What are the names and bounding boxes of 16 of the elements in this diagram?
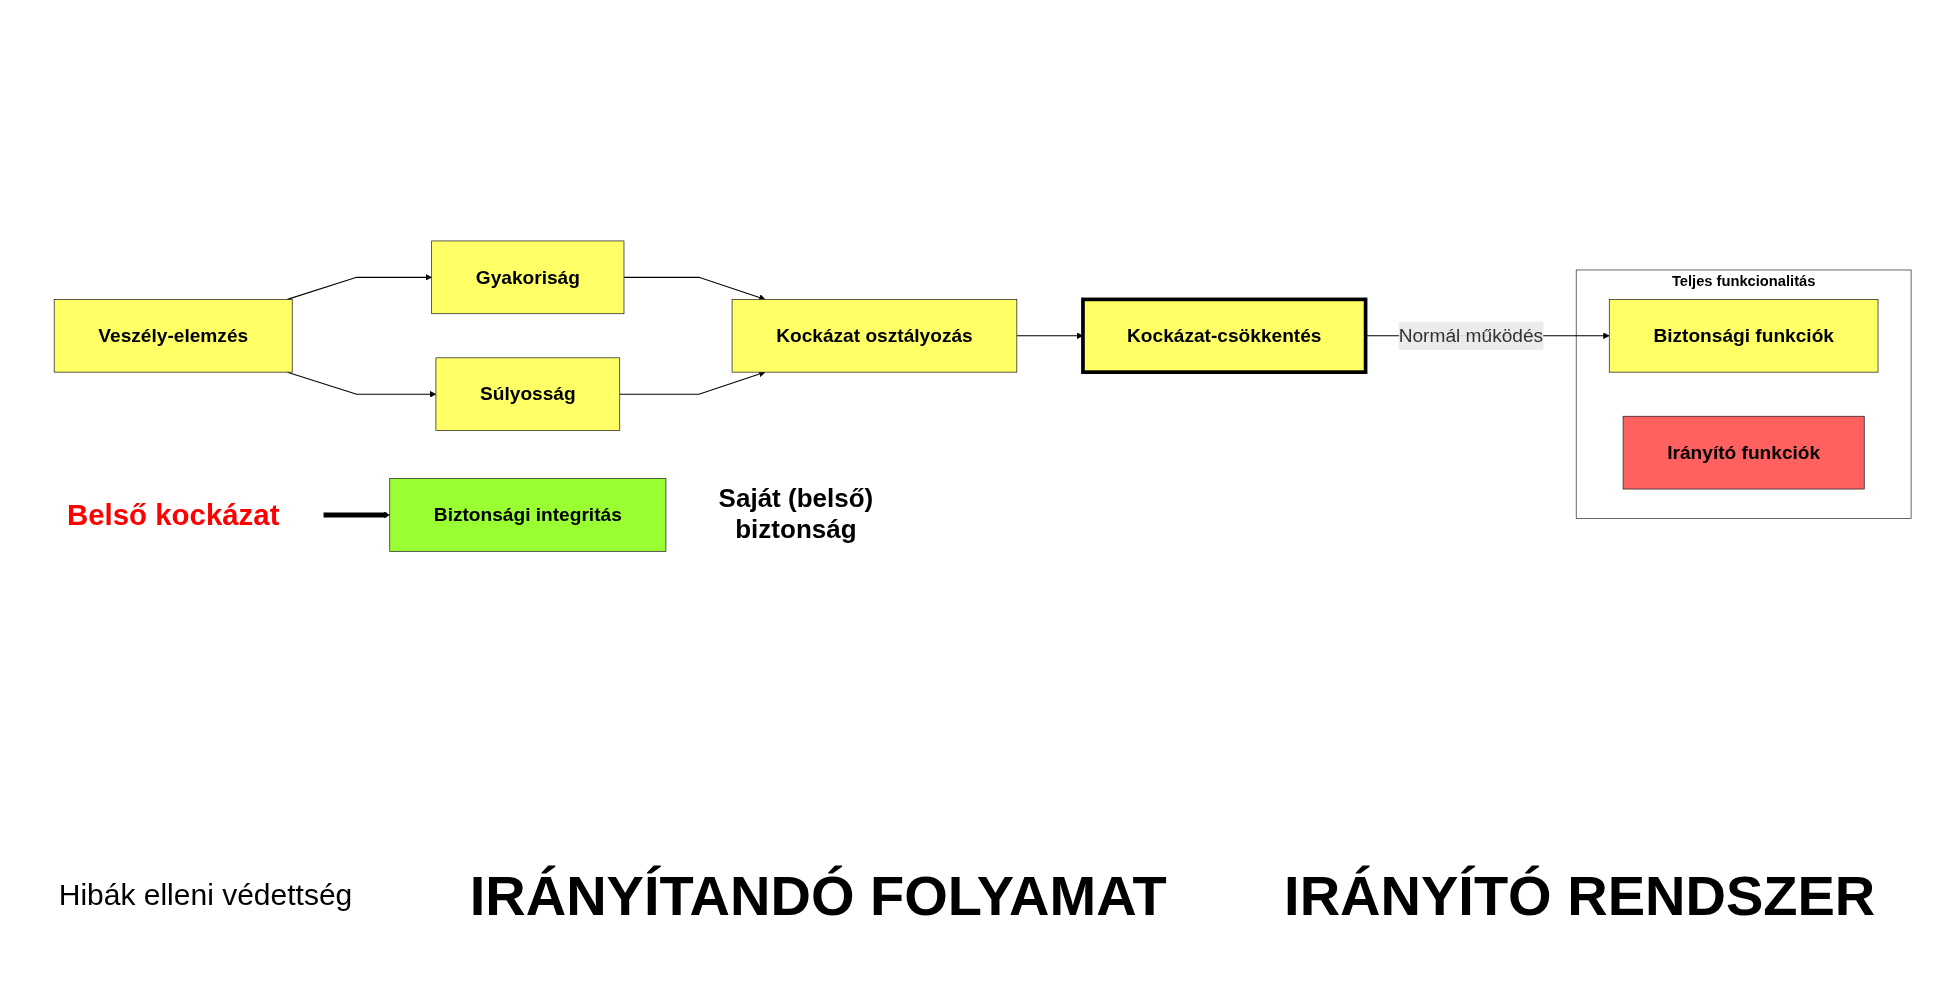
side-note: Saját (belső) biztonság (717, 482, 875, 545)
node-box: Biztonsági funkciók (1608, 299, 1879, 373)
node-box: Kockázat-csökkentés (1081, 297, 1368, 374)
arrow (623, 276, 766, 301)
node-box: Biztonsági integritás (389, 478, 667, 552)
node-box: Gyakoriság (431, 240, 625, 315)
region-title: IRÁNYÍTANDÓ FOLYAMAT (469, 862, 1167, 928)
region-title: IRÁNYÍTÓ RENDSZER (1284, 862, 1876, 928)
node-box: Súlyosság (435, 357, 621, 431)
node-text: Belső kockázat (66, 498, 280, 532)
node-box: Kockázat osztályozás (731, 299, 1018, 373)
edge-label: Normál működés (1398, 324, 1544, 347)
arrow (323, 511, 390, 519)
note-text: Hibák elleni védettség (58, 878, 353, 912)
node-box: Irányító funkciók (1622, 415, 1865, 490)
node-box: Veszély-elemzés (53, 299, 293, 373)
